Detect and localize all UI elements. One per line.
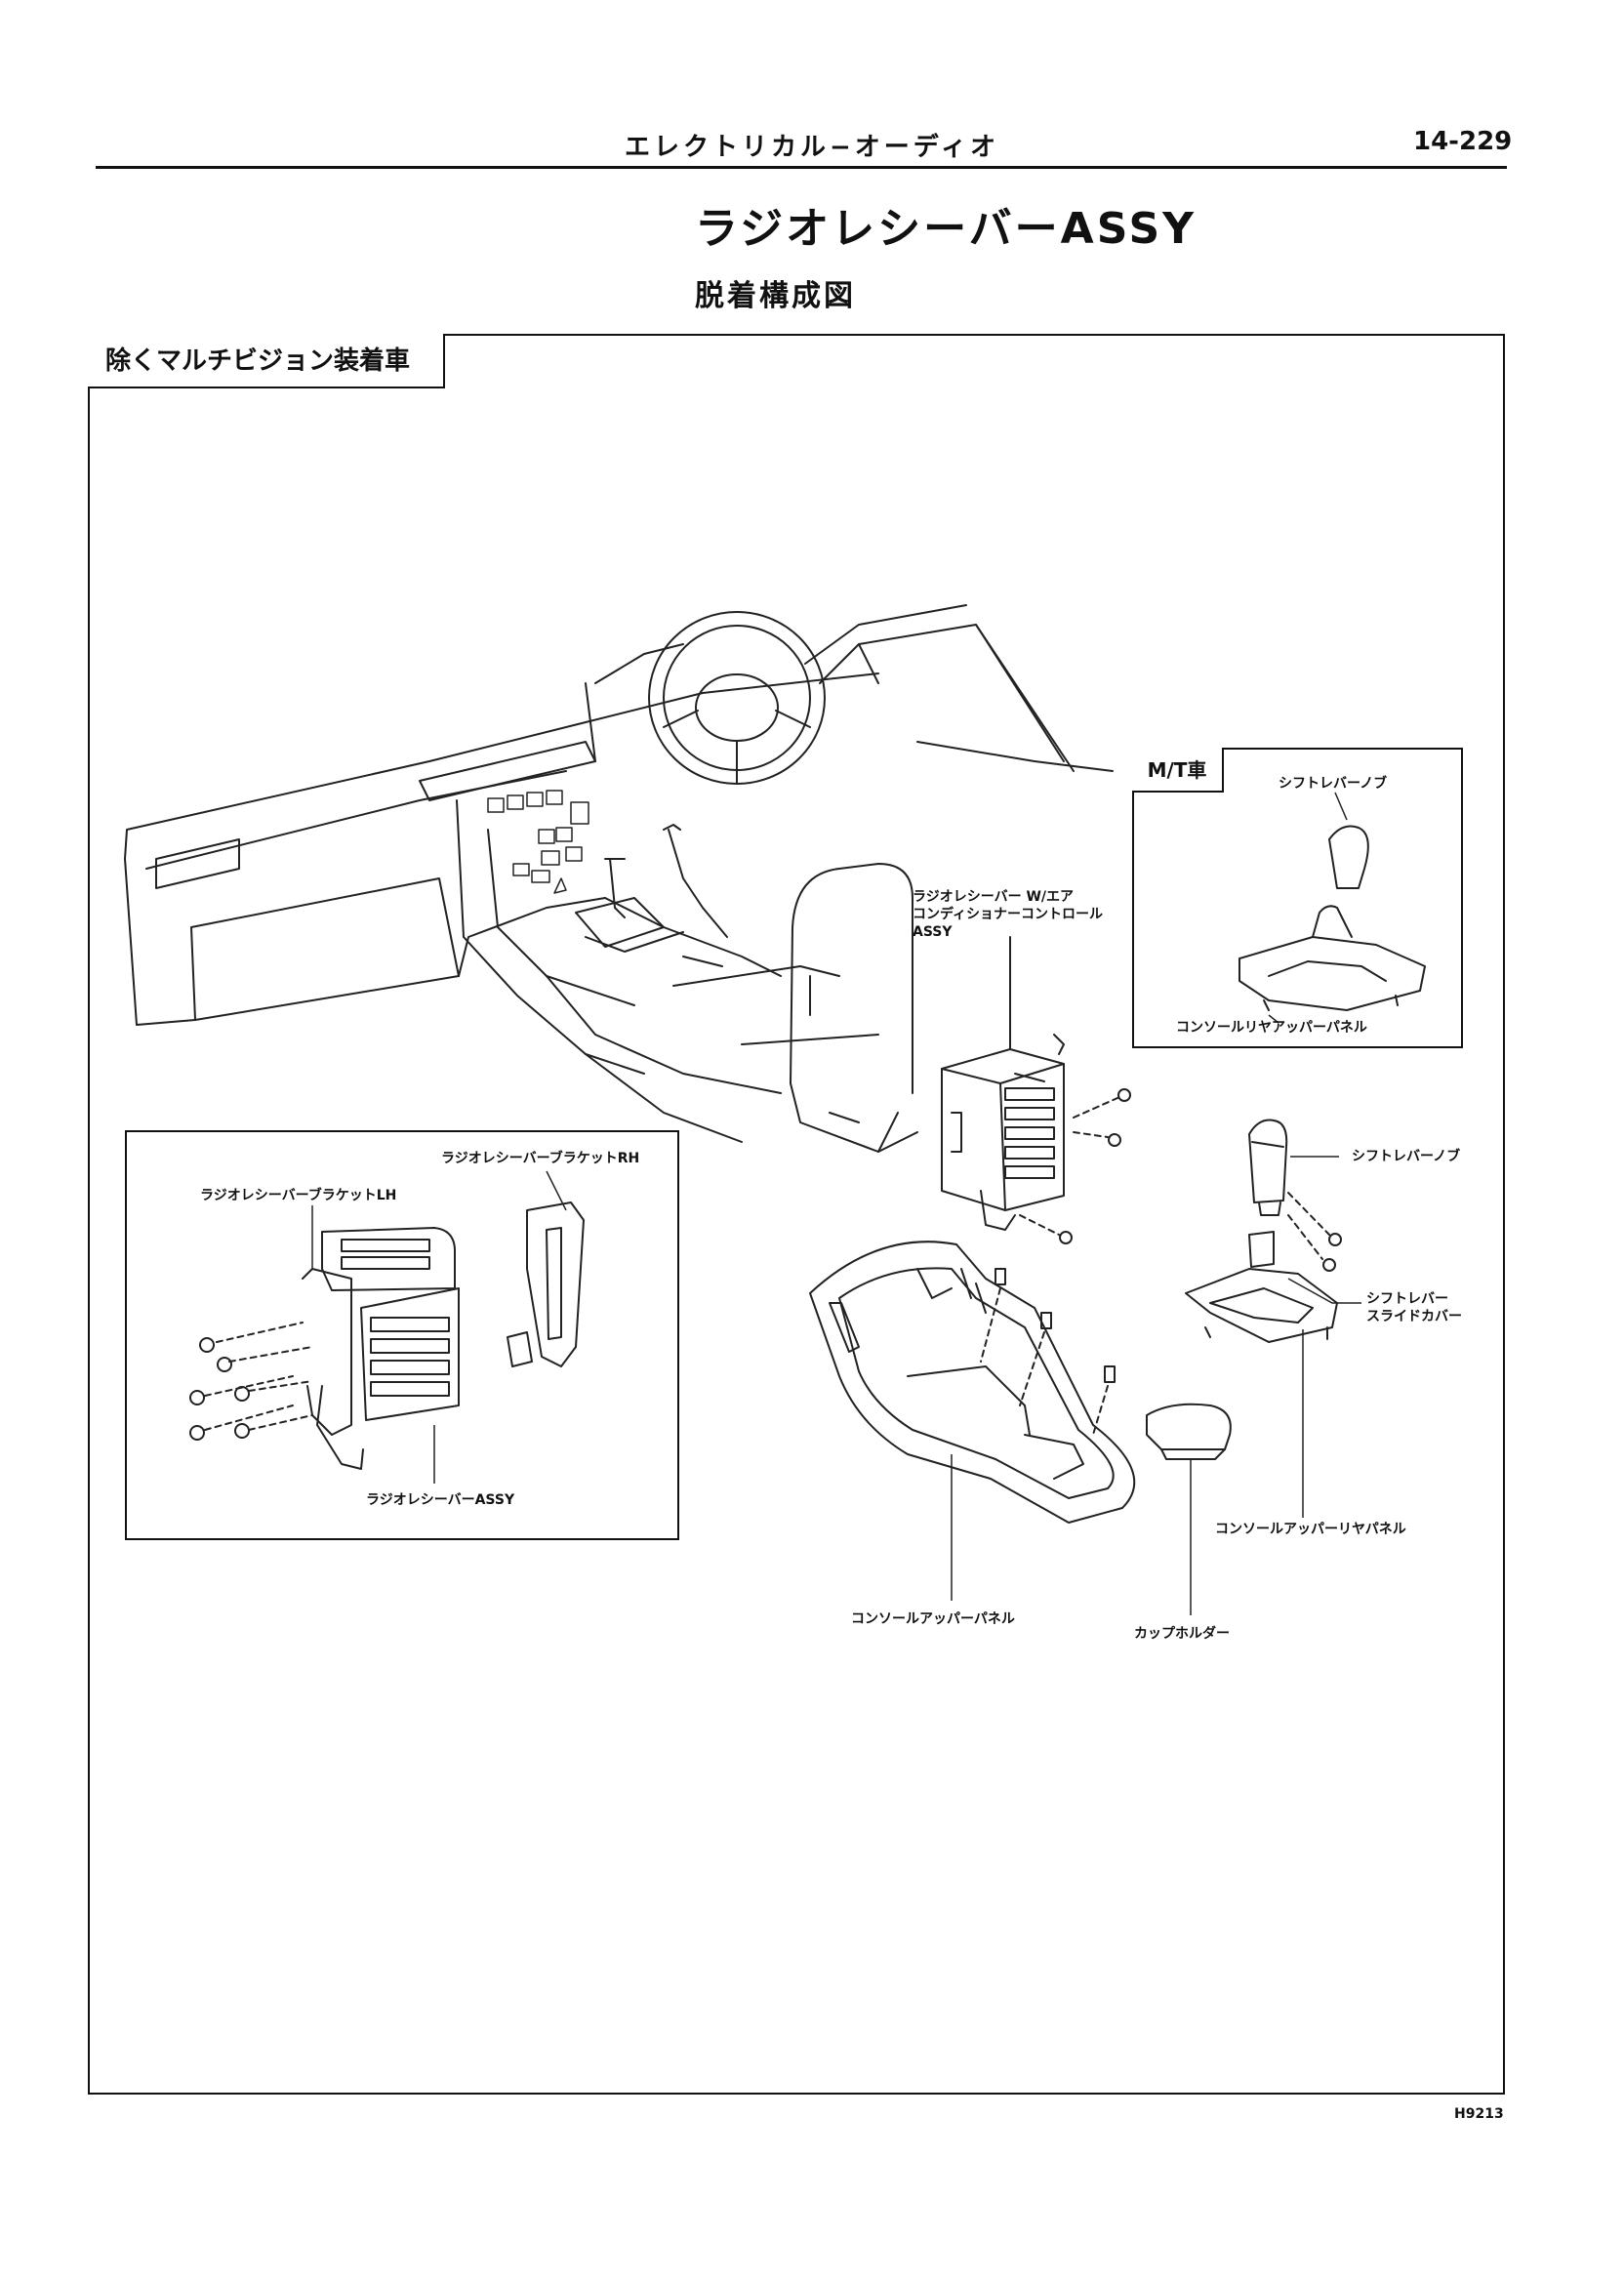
mt-shift-knob	[1329, 827, 1368, 889]
mt-inset-frame	[1132, 748, 1463, 1048]
steering-wheel	[586, 612, 825, 784]
dashboard-outline	[125, 673, 878, 1142]
mt-inset-tag: M/T車	[1132, 748, 1224, 793]
section-title: エレクトリカル−オーディオ	[625, 133, 999, 162]
diagram-frame	[88, 334, 1505, 2095]
receiver-ac-label-line2: コンディショナーコントロール	[913, 907, 1104, 922]
console-upper-panel	[810, 1242, 1134, 1523]
slide-cover-label-line1: シフトレバー	[1366, 1291, 1448, 1307]
shift-knob	[1249, 1120, 1286, 1215]
shift-slide-cover	[1186, 1232, 1337, 1342]
mt-rear-upper-panel-label: コンソールリヤアッパーパネル	[1176, 1020, 1367, 1036]
upper-panel-label: コンソールアッパーパネル	[851, 1611, 1015, 1627]
leader-mt-knob	[1335, 793, 1347, 820]
console-area	[576, 825, 727, 966]
mt-console-panel	[1239, 906, 1425, 1010]
leader-slide-cover	[1288, 1279, 1361, 1303]
receiver-assy-label: ラジオレシーバーASSY	[366, 1492, 515, 1508]
figure-code: H9213	[1454, 2106, 1504, 2122]
shift-knob-label: シフトレバーノブ	[1352, 1149, 1461, 1164]
bracket-lh-label: ラジオレシーバーブラケットLH	[200, 1188, 397, 1203]
bracket-rh-label: ラジオレシーバーブラケットRH	[441, 1151, 640, 1166]
receiver-ac-assembly	[942, 937, 1064, 1230]
receiver-screws	[1020, 1098, 1117, 1235]
header-rule	[96, 166, 1507, 169]
receiver-ac-label-line1: ラジオレシーバー W/エア	[913, 889, 1075, 905]
leader-bracket-rh	[547, 1171, 566, 1210]
page-number: 14-229	[1413, 127, 1513, 156]
page-title: ラジオレシーバーASSY	[695, 204, 1197, 254]
cup-holder	[1147, 1405, 1231, 1459]
leader-mt-panel	[1269, 1015, 1279, 1023]
receiver-ac-label-line3: ASSY	[913, 924, 953, 940]
windshield-lines	[805, 605, 1113, 771]
slide-cover-label-line2: スライドカバー	[1366, 1309, 1462, 1324]
upper-rear-panel-label: コンソールアッパーリヤパネル	[1215, 1522, 1406, 1537]
console-screws	[981, 1288, 1108, 1435]
page-subtitle: 脱着構成図	[695, 279, 856, 313]
mt-shift-knob-label: シフトレバーノブ	[1279, 776, 1388, 792]
cup-holder-label: カップホルダー	[1134, 1626, 1230, 1642]
bracket-inset-frame	[125, 1130, 679, 1540]
seat	[791, 864, 917, 1152]
center-switches	[488, 791, 589, 893]
variant-label: 除くマルチビジョン装着車	[88, 334, 445, 388]
